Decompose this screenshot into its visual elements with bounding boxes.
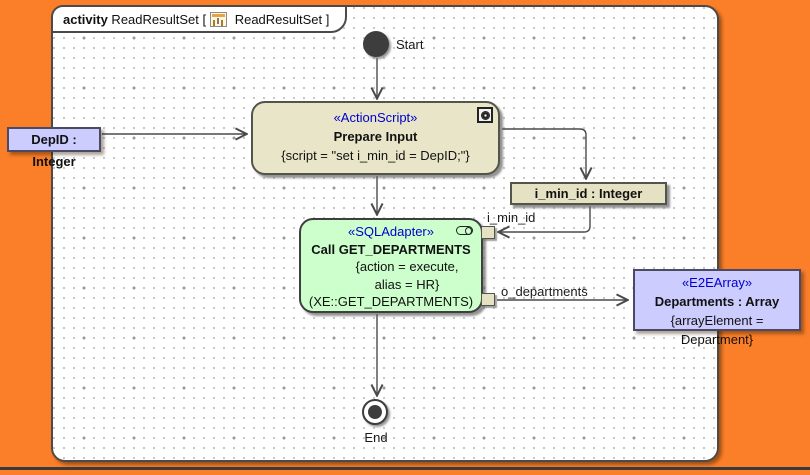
- diagram-name-label: ReadResultSet [: [107, 11, 207, 27]
- diagram-ref-label: ReadResultSet ]: [231, 11, 330, 27]
- object-node-depid[interactable]: DepID : Integer: [7, 127, 101, 169]
- edge-label-i-min-id[interactable]: i_min_id: [487, 210, 536, 225]
- behavior-reference: (XE::GET_DEPARTMENTS): [308, 294, 474, 309]
- database-icon: [456, 226, 473, 235]
- action-name: Prepare Input: [333, 129, 418, 144]
- output-pin-o-departments[interactable]: [481, 293, 495, 306]
- object-node-name: Departments : Array: [654, 294, 780, 309]
- final-node-label[interactable]: End: [364, 430, 388, 445]
- script-gear-icon: [477, 107, 493, 123]
- diagram-frame-tab[interactable]: activity ReadResultSet [ ReadResultSet ]: [51, 5, 348, 33]
- stereotype-label: «ActionScript»: [333, 110, 418, 125]
- stereotype-label: «SQLAdapter»: [347, 224, 434, 239]
- action-tag-line2: alias = HR}: [374, 276, 440, 292]
- action-name: Call GET_DEPARTMENTS: [311, 241, 471, 257]
- input-pin-i-min-id[interactable]: [481, 226, 495, 239]
- object-flow-store-to-input-pin[interactable]: [499, 206, 591, 232]
- final-node[interactable]: [362, 399, 388, 425]
- stereotype-label: «E2EArray»: [681, 275, 753, 290]
- object-node-departments[interactable]: «E2EArray» Departments : Array {arrayEle…: [633, 269, 801, 347]
- datastore-label: i_min_id : Integer: [534, 186, 643, 201]
- initial-node[interactable]: [363, 31, 389, 57]
- object-node-tag: {arrayElement = Department}: [670, 313, 764, 347]
- object-node-label: DepID : Integer: [31, 132, 77, 169]
- edge-label-o-departments[interactable]: o_departments: [501, 284, 588, 299]
- action-script-tag: {script = "set i_min_id = DepID;"}: [281, 148, 470, 163]
- window-bottom-edge: [0, 467, 810, 470]
- action-prepare-input[interactable]: «ActionScript» Prepare Input {script = "…: [251, 101, 500, 175]
- diagram-kind-label: activity: [63, 11, 108, 27]
- activity-diagram-icon: [210, 11, 228, 27]
- action-call-get-departments[interactable]: «SQLAdapter» Call GET_DEPARTMENTS {actio…: [299, 218, 483, 313]
- initial-node-label[interactable]: Start: [396, 37, 424, 52]
- action-tag-line1: {action = execute,: [355, 259, 459, 274]
- datastore-i-min-id[interactable]: i_min_id : Integer: [510, 182, 667, 205]
- object-flow-prepare-to-store[interactable]: [502, 128, 586, 178]
